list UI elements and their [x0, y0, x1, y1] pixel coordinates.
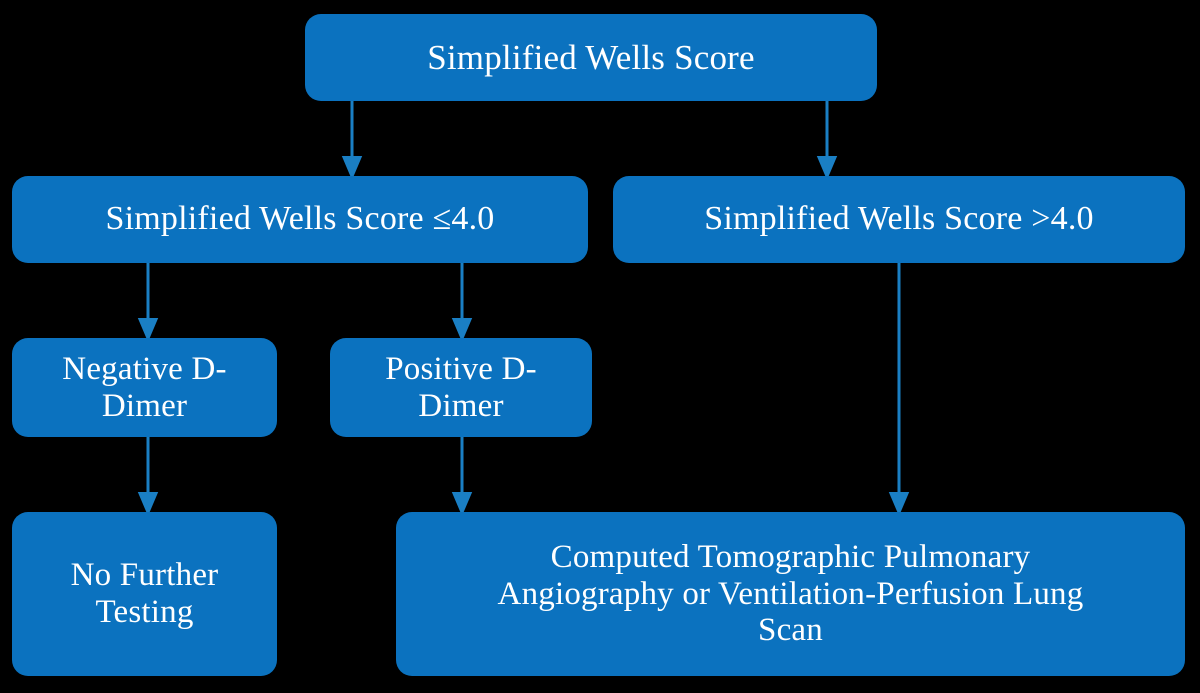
- node-simplified-wells-score[interactable]: Simplified Wells Score: [305, 14, 877, 101]
- node-no-further-testing[interactable]: No Further Testing: [12, 512, 277, 676]
- node-positive-d-dimer[interactable]: Positive D- Dimer: [330, 338, 592, 437]
- node-negative-d-dimer[interactable]: Negative D- Dimer: [12, 338, 277, 437]
- node-wells-score-high[interactable]: Simplified Wells Score >4.0: [613, 176, 1185, 263]
- node-wells-score-low[interactable]: Simplified Wells Score ≤4.0: [12, 176, 588, 263]
- node-imaging-cpta-or-vq-scan[interactable]: Computed Tomographic Pulmonary Angiograp…: [396, 512, 1185, 676]
